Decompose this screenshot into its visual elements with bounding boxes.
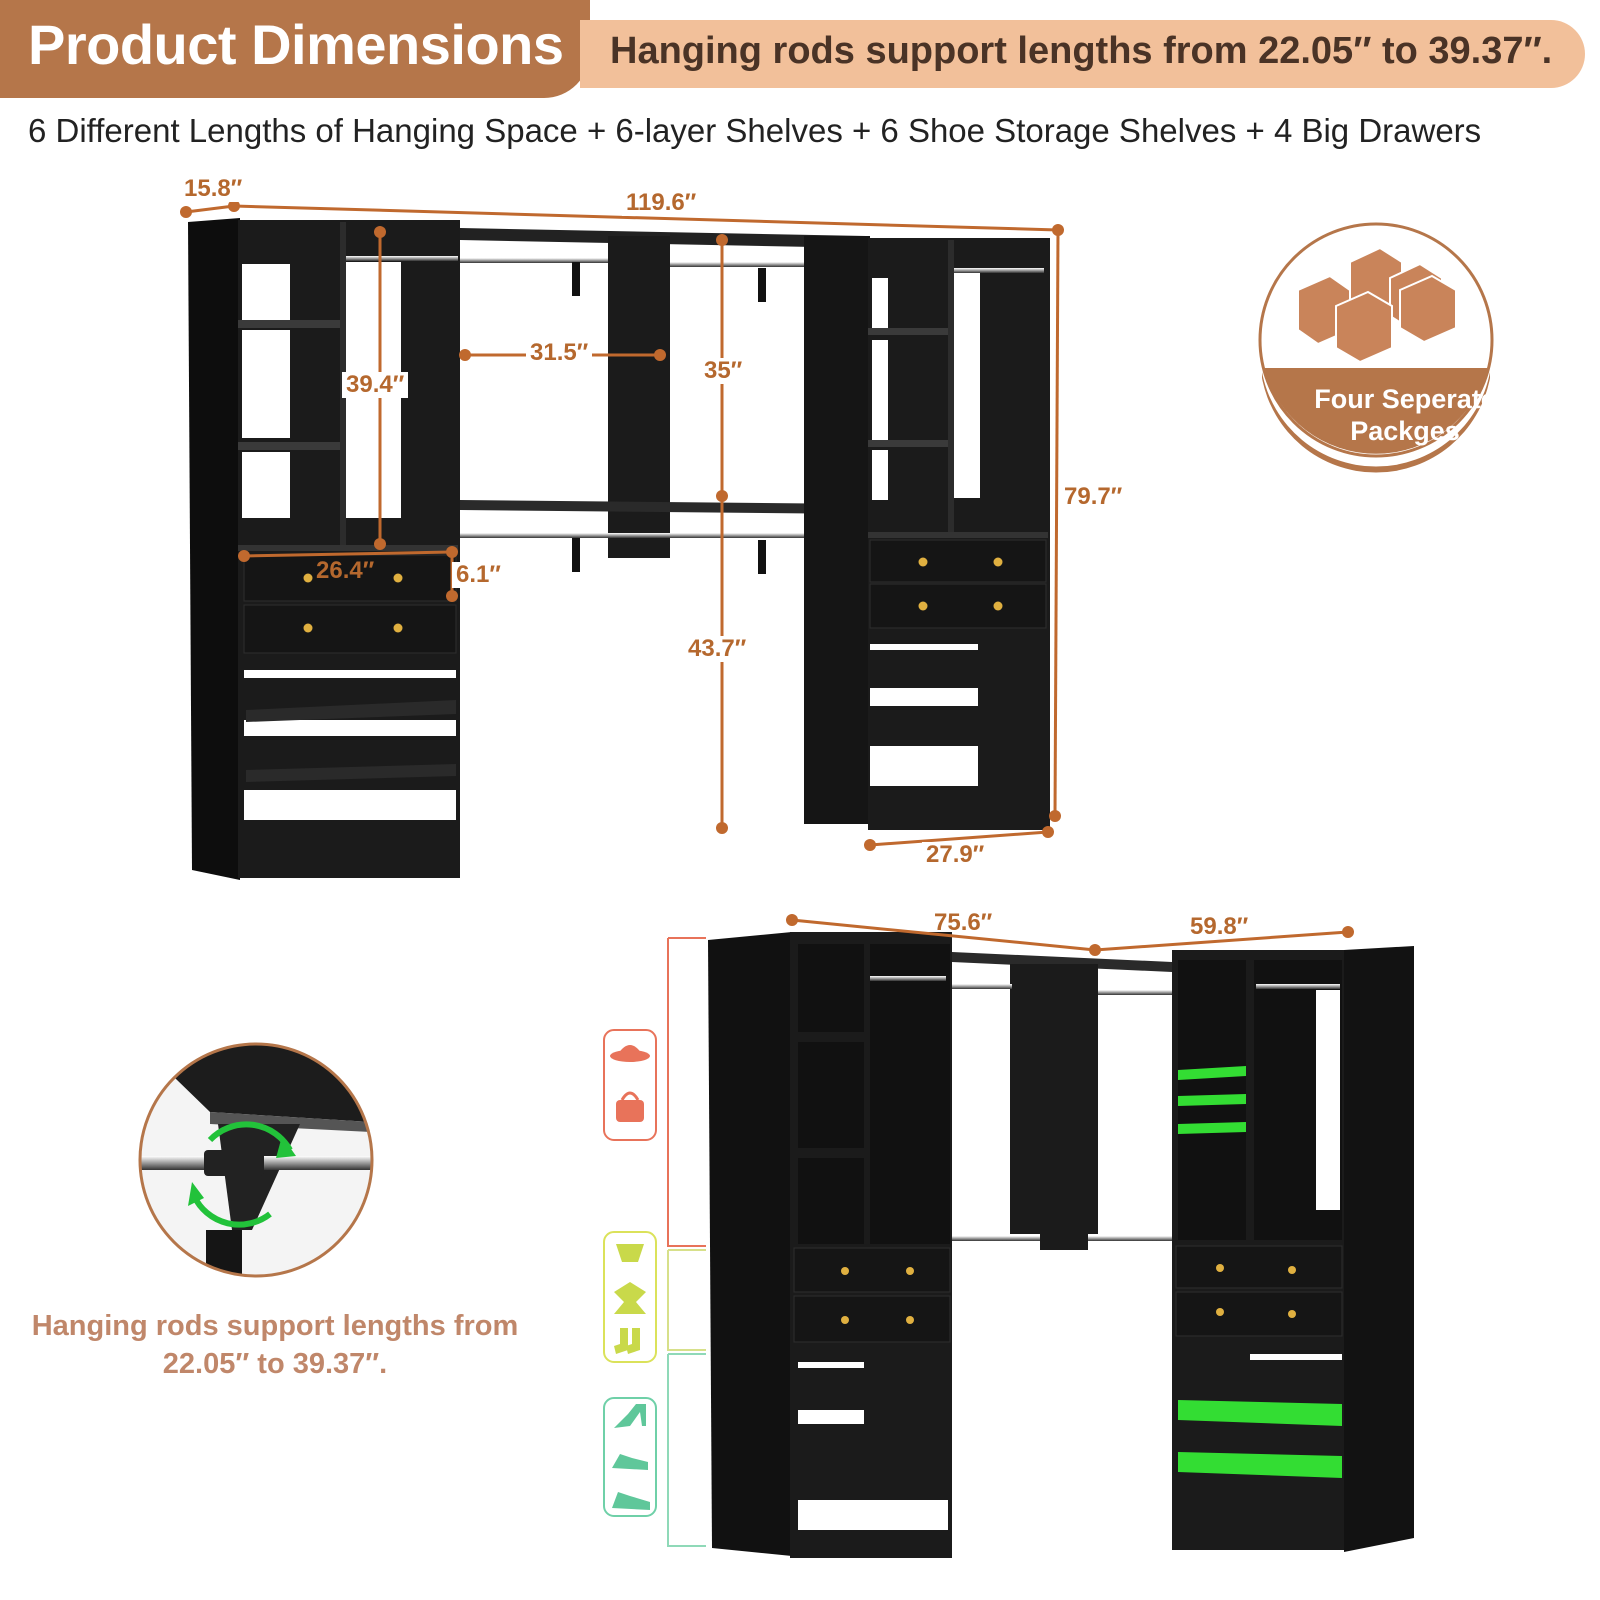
packages-label: Four Seperate Packges — [1314, 384, 1496, 446]
left-tower — [188, 218, 460, 880]
dim-drawer-width: 26.4″ — [316, 557, 375, 584]
feature-subtitle: 6 Different Lengths of Hanging Space + 6… — [28, 112, 1482, 149]
banner-text: Hanging rods support lengths from 22.05″… — [610, 30, 1553, 72]
hat-icon — [610, 1045, 650, 1062]
high-heel-icon — [614, 1404, 646, 1428]
corner-closet — [708, 932, 1414, 1558]
dim-lower-hang: 43.7″ — [684, 635, 751, 663]
center-hanging-section — [460, 228, 866, 574]
sneaker-icon — [612, 1492, 650, 1510]
underwear-icon — [616, 1244, 644, 1262]
shirt-icon — [614, 1282, 646, 1314]
page-title: Product Dimensions — [28, 13, 564, 76]
handbag-icon — [616, 1091, 644, 1122]
usage-zones — [603, 937, 706, 1547]
boxes-icon — [1297, 246, 1457, 364]
rod-detail-caption: Hanging rods support lengths from 22.05″… — [31, 1310, 519, 1380]
dim-rod-span: 31.5″ — [526, 339, 593, 367]
green-highlighted-shelves — [1178, 1066, 1342, 1478]
title-tab — [0, 0, 590, 98]
dim-total-width: 119.6″ — [622, 189, 701, 217]
dim-corner-left: 75.6″ — [934, 909, 993, 936]
dim-upper-hang-left: 39.4″ — [342, 371, 409, 399]
right-tower — [804, 236, 1050, 830]
rod-detail-circle — [138, 1042, 374, 1278]
info-banner — [580, 20, 1585, 88]
dim-corner-right: 59.8″ — [1190, 913, 1249, 940]
dim-drawer-height: 6.1″ — [452, 561, 505, 589]
socks-icon — [614, 1328, 640, 1354]
dim-tower-width: 27.9″ — [922, 841, 989, 869]
packages-badge — [1258, 222, 1494, 473]
straight-closet — [188, 218, 1050, 880]
dim-depth: 15.8″ — [180, 175, 247, 203]
corner-dimension-lines — [786, 914, 1354, 956]
dim-upper-hang-center: 35″ — [700, 357, 747, 385]
shoe-icon — [612, 1454, 648, 1470]
dim-height: 79.7″ — [1060, 483, 1127, 511]
